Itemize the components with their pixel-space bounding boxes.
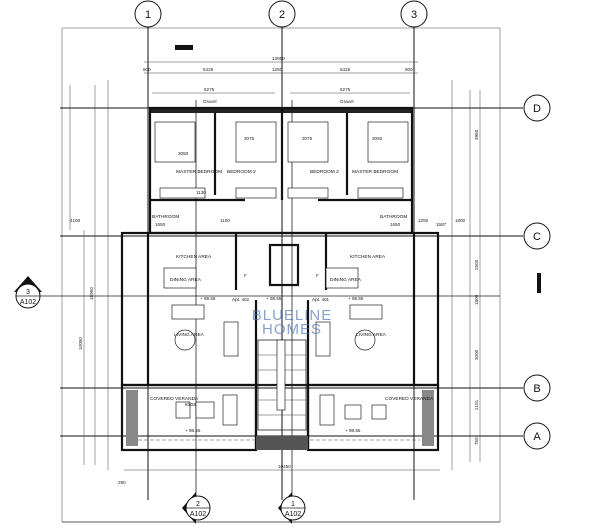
sheet-frame [61, 27, 501, 523]
grid-bubble-1: 1 [134, 0, 162, 28]
svg-text:1800: 1800 [474, 294, 479, 305]
level-mark: + 98.55 [266, 296, 282, 301]
label-master-bedroom-left: MASTER BEDROOM [176, 169, 222, 175]
svg-text:3000: 3000 [474, 349, 479, 360]
svg-text:A102: A102 [190, 511, 206, 518]
label-bathroom-left: BATHROOM [152, 214, 179, 220]
label-veranda-right: COVERED VERANDA [385, 396, 434, 402]
svg-text:1587: 1587 [436, 222, 447, 227]
label-dining-right: DINING AREA [330, 277, 362, 283]
svg-text:1250: 1250 [418, 218, 429, 223]
room-labels: MASTER BEDROOM BEDROOM 2 BEDROOM 2 MASTE… [150, 136, 466, 433]
label-master-bedroom-right: MASTER BEDROOM [352, 169, 398, 175]
svg-text:6275: 6275 [204, 87, 215, 92]
fridge-label: F [316, 273, 319, 278]
label-living-left: LIVING AREA [174, 332, 205, 338]
grid-lines [40, 27, 523, 500]
svg-text:600: 600 [143, 67, 151, 72]
svg-text:1: 1 [145, 9, 151, 21]
svg-text:4100: 4100 [70, 218, 81, 223]
section-cut-mark-right [537, 273, 541, 293]
svg-text:D: D [533, 103, 541, 115]
svg-text:A102: A102 [20, 299, 36, 306]
svg-text:BLUELINE: BLUELINE [252, 307, 333, 324]
svg-text:1650: 1650 [155, 222, 166, 227]
svg-text:10450: 10450 [278, 464, 291, 469]
grid-bubble-A: A [523, 422, 551, 450]
svg-text:1250: 1250 [272, 67, 283, 72]
svg-text:3050: 3050 [372, 136, 383, 141]
svg-text:A102: A102 [285, 511, 301, 518]
svg-text:290: 290 [118, 480, 126, 485]
label-bedroom-2-right: BEDROOM 2 [310, 169, 339, 175]
svg-text:3050: 3050 [178, 151, 189, 156]
svg-text:Gravel: Gravel [203, 99, 217, 104]
svg-text:3: 3 [26, 289, 30, 296]
label-living-right: LIVING AREA [356, 332, 387, 338]
grid-bubble-D: D [523, 94, 551, 122]
level-mark: + 98.55 [345, 428, 361, 433]
svg-text:1: 1 [291, 501, 295, 508]
top-dimensions: 13950 600 5425 1250 5425 600 6275 6275 G… [143, 56, 418, 104]
svg-text:A: A [533, 431, 541, 443]
grid-bubble-B: B [523, 374, 551, 402]
svg-text:1130: 1130 [196, 190, 206, 195]
label-bedroom-2-left: BEDROOM 2 [227, 169, 256, 175]
level-mark: + 98.55 [200, 296, 216, 301]
svg-text:1800: 1800 [455, 218, 466, 223]
section-cut-mark-top [175, 45, 193, 50]
svg-text:3: 3 [411, 9, 417, 21]
svg-text:1650: 1650 [390, 222, 401, 227]
svg-text:1100: 1100 [220, 218, 230, 223]
svg-text:750: 750 [474, 437, 479, 445]
label-veranda-left: COVERED VERANDA [150, 396, 199, 402]
section-marker-1: 1 A102 [278, 492, 306, 524]
svg-text:600: 600 [405, 67, 413, 72]
svg-text:Gravel: Gravel [340, 99, 354, 104]
label-kitchen-right: KITCHEN AREA [350, 254, 386, 260]
label-dining-left: DINING AREA [170, 277, 202, 283]
svg-text:6275: 6275 [340, 87, 351, 92]
side-dimensions: 18950 10050 4100 3950 2500 1800 3000 215… [69, 85, 481, 485]
grid-bubble-3: 3 [400, 0, 428, 28]
furniture [126, 121, 434, 446]
label-veranda-left-sub: 8103 [185, 402, 196, 408]
level-mark: + 98.55 [348, 296, 364, 301]
grid-bubble-2: 2 [268, 0, 296, 28]
svg-text:HOMES: HOMES [262, 321, 322, 338]
fridge-label: F [244, 273, 247, 278]
svg-text:2: 2 [279, 9, 285, 21]
svg-text:2500: 2500 [474, 259, 479, 270]
svg-text:5425: 5425 [340, 67, 351, 72]
svg-text:3950: 3950 [474, 129, 479, 140]
section-marker-3: 3 A102 [14, 276, 42, 309]
staircase [256, 243, 308, 450]
label-apt-402: Apt. 402 [232, 297, 250, 302]
svg-text:2: 2 [196, 501, 200, 508]
label-bathroom-right: BATHROOM [380, 214, 407, 220]
grid-bubble-C: C [523, 222, 551, 250]
label-kitchen-left: KITCHEN AREA [176, 254, 212, 260]
svg-text:C: C [533, 231, 541, 243]
svg-text:18950: 18950 [89, 287, 94, 300]
section-marker-2: 2 A102 [182, 492, 211, 524]
svg-text:B: B [533, 383, 540, 395]
svg-text:5425: 5425 [203, 67, 214, 72]
svg-text:2151: 2151 [474, 399, 479, 410]
svg-text:3075: 3075 [244, 136, 255, 141]
svg-text:3075: 3075 [302, 136, 313, 141]
blueline-homes-watermark: BLUELINE HOMES [252, 307, 333, 338]
level-mark: + 98.55 [185, 428, 201, 433]
svg-text:10050: 10050 [78, 337, 83, 350]
svg-text:13950: 13950 [272, 56, 285, 61]
label-apt-401: Apt. 401 [312, 297, 330, 302]
